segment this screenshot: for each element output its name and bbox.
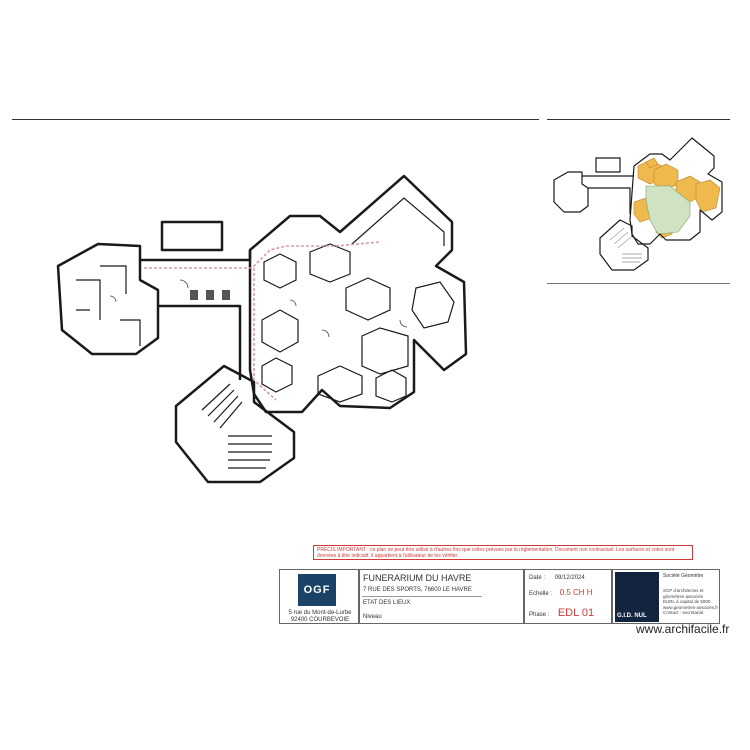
room-octagon-8: [261, 357, 293, 393]
room-octagon-3: [345, 277, 391, 321]
thumb-zone-yellow-4: [695, 179, 721, 213]
southwest-wing-walls: [174, 364, 296, 484]
room-octagon-1: [263, 253, 297, 289]
north-hall-interior: [351, 197, 445, 246]
company-line-3: EURL à capital de 5000: [663, 599, 711, 604]
overview-thumbnail: [553, 137, 723, 271]
left-wing-rooms: [76, 265, 141, 346]
title-block-company: G.I.D. NUL Société Géomètre SCP d'archit…: [612, 569, 720, 624]
room-octagon-5: [411, 281, 455, 329]
main-floor-plan: [56, 174, 468, 484]
thumb-corridor: [582, 175, 634, 214]
client-address-line1: 5 rue du Mont-de-Lurbe: [288, 610, 352, 616]
fan-room-benches: [201, 383, 272, 469]
disclaimer-banner: PRÉCIS IMPORTANT : ce plan ne peut être …: [313, 545, 693, 560]
thumb-bottom-rule: [547, 283, 730, 284]
indice-value: 0.5 CH H: [559, 588, 593, 597]
company-info: Société Géomètre: [663, 573, 704, 579]
disclaimer-text: PRÉCIS IMPORTANT : ce plan ne peut être …: [317, 547, 675, 559]
company-line-5: Contact : secretariat: [663, 610, 704, 615]
thumb-zone-yellow-7: [645, 157, 659, 169]
room-octagon-6: [317, 365, 363, 403]
indice-label: Echelle :: [529, 591, 553, 597]
date-label: Date :: [529, 575, 546, 581]
date-value: 09/12/2024: [554, 575, 585, 581]
site-address: 7 RUE DES SPORTS, 76600 LE HAVRE: [363, 587, 472, 593]
ogf-logo: OGF: [298, 574, 336, 606]
room-octagon-7: [361, 327, 409, 375]
room-octagon-4: [261, 309, 299, 353]
company-line-2: géomètres associés: [663, 593, 704, 599]
central-walls: [248, 174, 468, 414]
left-wing-walls: [56, 242, 160, 356]
thumb-left-wing: [553, 171, 589, 213]
doc-type: ETAT DES LIEUX: [363, 600, 411, 606]
client-address-line2: 92400 COURBEVOIE: [290, 617, 350, 623]
room-octagon-9: [375, 369, 407, 403]
title-block-project: FUNERARIUM DU HAVRE 7 RUE DES SPORTS, 76…: [359, 569, 524, 624]
top-rule-thumb: [547, 119, 730, 120]
phase-label: Phase :: [529, 612, 550, 618]
company-line-4: www.geometres-associés.fr: [663, 604, 719, 610]
west-corridor-walls: [140, 250, 252, 380]
top-rule-main: [12, 119, 539, 120]
site-name: FUNERARIUM DU HAVRE: [363, 573, 472, 583]
thumb-service: [595, 157, 621, 173]
archifacile-watermark: www.archifacile.fr: [636, 622, 730, 636]
title-block-client: OGF 5 rue du Mont-de-Lurbe 92400 COURBEV…: [279, 569, 359, 624]
level-label: Niveau: [363, 614, 382, 620]
company-logo: G.I.D. NUL: [615, 572, 659, 622]
phase-value: EDL 01: [557, 607, 595, 619]
ogf-logo-text: OGF: [303, 584, 331, 596]
thumb-southwest: [599, 219, 649, 271]
room-octagon-2: [309, 243, 351, 283]
company-line-1: SCP d'architectes et: [663, 588, 704, 593]
circulation-path: [144, 241, 381, 401]
company-name: G.I.D. NUL: [617, 613, 647, 619]
thumb-zone-green: [645, 185, 691, 235]
title-block-meta: Date : 09/12/2024 Echelle : 0.5 CH H Pha…: [524, 569, 612, 624]
service-block-walls: [160, 220, 224, 252]
